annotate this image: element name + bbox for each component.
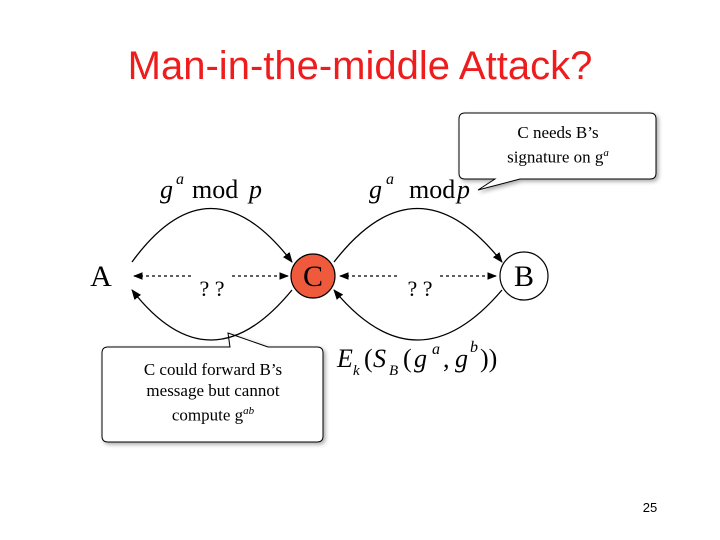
- svg-text:g: g: [414, 344, 427, 373]
- svg-text:B: B: [389, 363, 398, 379]
- node-b-circle: [499, 251, 549, 301]
- svg-text:,: ,: [443, 344, 450, 373]
- callout-top-text: C needs B’s signature on ga: [462, 122, 654, 168]
- arrow-c-to-a: [131, 289, 293, 341]
- callout-top-line1: C needs B’s: [517, 123, 599, 142]
- svg-text:a: a: [432, 341, 440, 358]
- arrow-b-to-c: [333, 289, 503, 341]
- message-right: g a mod p: [369, 171, 470, 204]
- svg-text:)): )): [480, 344, 497, 373]
- reply-message: E k ( S B ( g a , g b )): [336, 339, 497, 379]
- svg-text:k: k: [353, 363, 360, 379]
- callout-bottom-text: C could forward B’s message but cannot c…: [104, 359, 322, 426]
- node-b-label: B: [514, 260, 534, 293]
- arrow-c-to-b: [333, 207, 503, 263]
- callout-bottom-bubble: [101, 332, 324, 443]
- svg-text:mod: mod: [192, 175, 238, 204]
- callout-bottom-line1: C could forward B’s: [143, 360, 283, 379]
- svg-text:g: g: [369, 175, 382, 204]
- svg-text:g: g: [455, 344, 468, 373]
- svg-text:p: p: [247, 175, 262, 204]
- svg-text:a: a: [386, 171, 394, 188]
- svg-text:(: (: [364, 344, 373, 373]
- callout-bottom-line2: message but cannot: [146, 381, 280, 400]
- node-c-circle: [290, 253, 336, 299]
- callout-bottom-line3: compute g: [171, 405, 244, 425]
- unknown-left: ? ?: [199, 276, 224, 301]
- slide-title: Man-in-the-middle Attack?: [127, 44, 593, 88]
- arrow-a-to-c: [131, 207, 293, 263]
- unknown-right: ? ?: [407, 276, 432, 301]
- message-left: g a mod p: [160, 171, 262, 204]
- svg-text:p: p: [455, 175, 470, 204]
- svg-text:(: (: [403, 344, 412, 373]
- svg-text:g: g: [160, 175, 173, 204]
- callout-top-bubble: [458, 112, 657, 191]
- svg-text:S: S: [373, 344, 386, 373]
- svg-text:b: b: [470, 339, 478, 356]
- callout-top-line2: signature on g: [507, 147, 604, 167]
- svg-text:mod: mod: [409, 175, 455, 204]
- node-a-label: A: [90, 260, 112, 293]
- callout-bottom-exp: ab: [243, 405, 255, 417]
- node-c-label: C: [303, 260, 323, 293]
- slide-number: 25: [642, 500, 658, 515]
- svg-text:E: E: [336, 344, 353, 373]
- callout-top-exp: a: [603, 147, 609, 159]
- svg-text:a: a: [176, 171, 184, 188]
